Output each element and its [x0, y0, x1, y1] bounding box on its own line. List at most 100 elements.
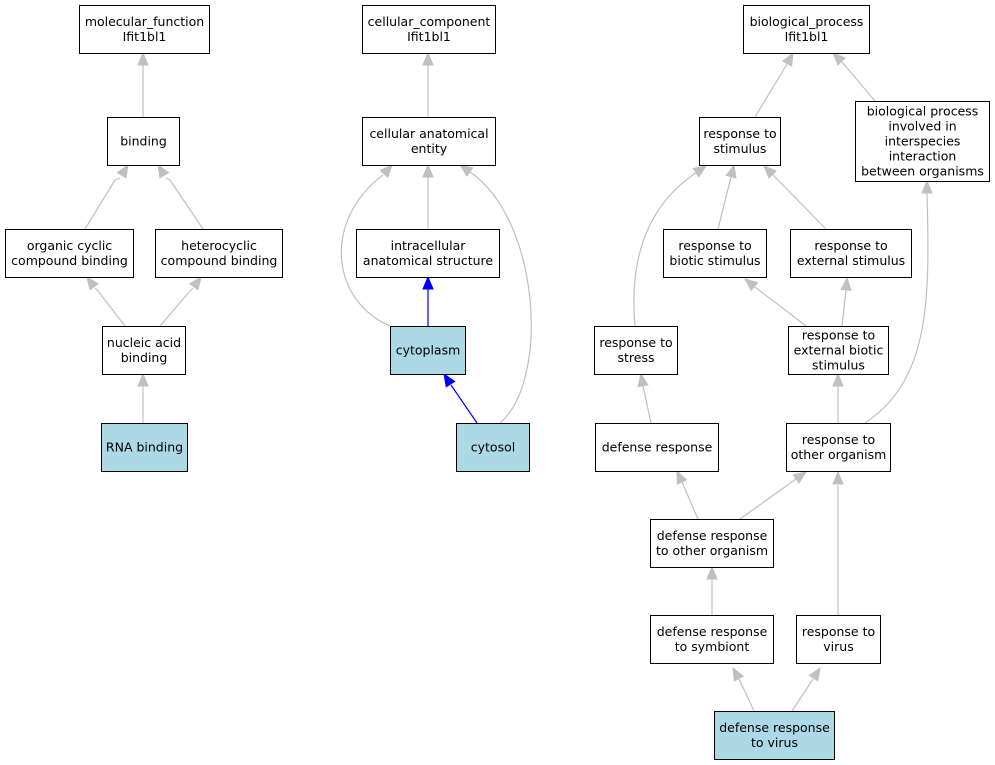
- edge-arrowhead: [137, 51, 149, 66]
- node-box: [788, 326, 889, 375]
- edge-arrowhead: [732, 666, 745, 682]
- edge-arrowhead: [137, 372, 149, 387]
- node-label-line: Ifit1bl1: [123, 29, 167, 44]
- node-label-line: response to: [802, 328, 875, 343]
- edge-arrowhead: [832, 52, 846, 66]
- node-label-line: response to: [802, 432, 875, 447]
- node-label-line: stimulus: [812, 358, 865, 373]
- edge-arrowhead: [706, 565, 718, 580]
- node-box: [699, 117, 781, 166]
- node-label-line: Ifit1bl1: [407, 29, 451, 44]
- edge-line: [772, 174, 827, 230]
- node-box: [362, 5, 496, 54]
- edge-arrowhead: [692, 165, 708, 178]
- node-label-line: binding: [120, 134, 167, 149]
- node-label-line: defense response: [602, 440, 713, 455]
- edge-line: [754, 63, 788, 118]
- node-defense-resp[interactable]: defense response: [595, 423, 719, 472]
- edge-def_other_org-to-defense_resp: [676, 469, 699, 520]
- edge-line: [84, 177, 121, 230]
- node-box: [362, 117, 496, 166]
- node-label-line: response to: [814, 238, 887, 253]
- node-binding[interactable]: binding: [107, 117, 180, 166]
- edge-arrowhead: [832, 470, 844, 485]
- edge-heterocyclic-to-binding: [157, 163, 204, 230]
- edge-arrowhead: [725, 163, 737, 179]
- node-box: [5, 229, 134, 278]
- edge-def_virus-to-def_symbiont: [732, 666, 755, 712]
- edge-line: [340, 174, 391, 327]
- node-label-line: cellular_component: [368, 14, 491, 29]
- node-rna-binding[interactable]: RNA binding: [101, 423, 188, 472]
- node-box: [79, 5, 210, 54]
- node-box: [663, 229, 767, 278]
- node-label-line: biological process: [867, 104, 979, 119]
- edge-arrowhead: [188, 275, 202, 291]
- edge-arrowhead: [379, 164, 393, 179]
- node-label-line: Ifit1bl1: [785, 29, 829, 44]
- node-cytosol[interactable]: cytosol: [456, 423, 530, 472]
- node-label-line: external stimulus: [797, 253, 905, 268]
- node-label-line: external biotic: [794, 343, 884, 358]
- edge-arrowhead: [781, 51, 794, 67]
- node-box: [101, 423, 188, 472]
- node-label-line: cytosol: [471, 440, 515, 455]
- edge-def_symbiont-to-def_other_org: [706, 565, 718, 615]
- edge-line: [94, 287, 126, 327]
- edge-arrowhead: [422, 51, 434, 66]
- edge-cytosol-to-cytoplasm: [443, 372, 478, 424]
- node-label-line: interaction: [889, 149, 957, 164]
- node-label-line: response to: [599, 335, 672, 350]
- node-label-line: other organism: [791, 447, 887, 462]
- node-label-line: nucleic acid: [107, 335, 181, 350]
- node-box: [650, 519, 774, 568]
- edge-resp_ext_biotic-to-resp_biotic: [743, 278, 807, 327]
- node-box: [356, 229, 500, 278]
- edge-arrowhead: [763, 165, 777, 179]
- edge-line: [791, 678, 814, 712]
- edge-line: [681, 481, 699, 520]
- node-cytoplasm[interactable]: cytoplasm: [390, 326, 466, 375]
- edge-cytoplasm-to-ias: [422, 275, 434, 326]
- node-box: [107, 117, 180, 166]
- edge-rna_binding-to-nucleic_acid: [137, 372, 149, 423]
- node-label-line: to other organism: [656, 543, 768, 558]
- edge-arrowhead: [743, 278, 759, 292]
- node-box: [743, 5, 870, 54]
- edge-cytosol-to-cae: [458, 164, 532, 424]
- node-label-line: response to: [678, 238, 751, 253]
- node-label-line: defense response: [719, 720, 830, 735]
- edge-resp_other_org-to-bp_interspecies: [864, 179, 933, 424]
- edge-arrowhead: [676, 469, 688, 485]
- node-label-line: molecular_function: [85, 14, 204, 29]
- node-label-line: biological_process: [750, 14, 864, 29]
- edge-arrowhead: [840, 276, 852, 291]
- edge-arrowhead: [86, 275, 100, 291]
- edge-resp_stress-to-resp_stim: [633, 165, 708, 327]
- edge-arrowhead: [422, 275, 434, 290]
- edge-line: [450, 384, 478, 424]
- edge-line: [864, 192, 929, 424]
- node-label-line: cytoplasm: [396, 343, 461, 358]
- node-box: [790, 229, 912, 278]
- edge-line: [738, 678, 755, 712]
